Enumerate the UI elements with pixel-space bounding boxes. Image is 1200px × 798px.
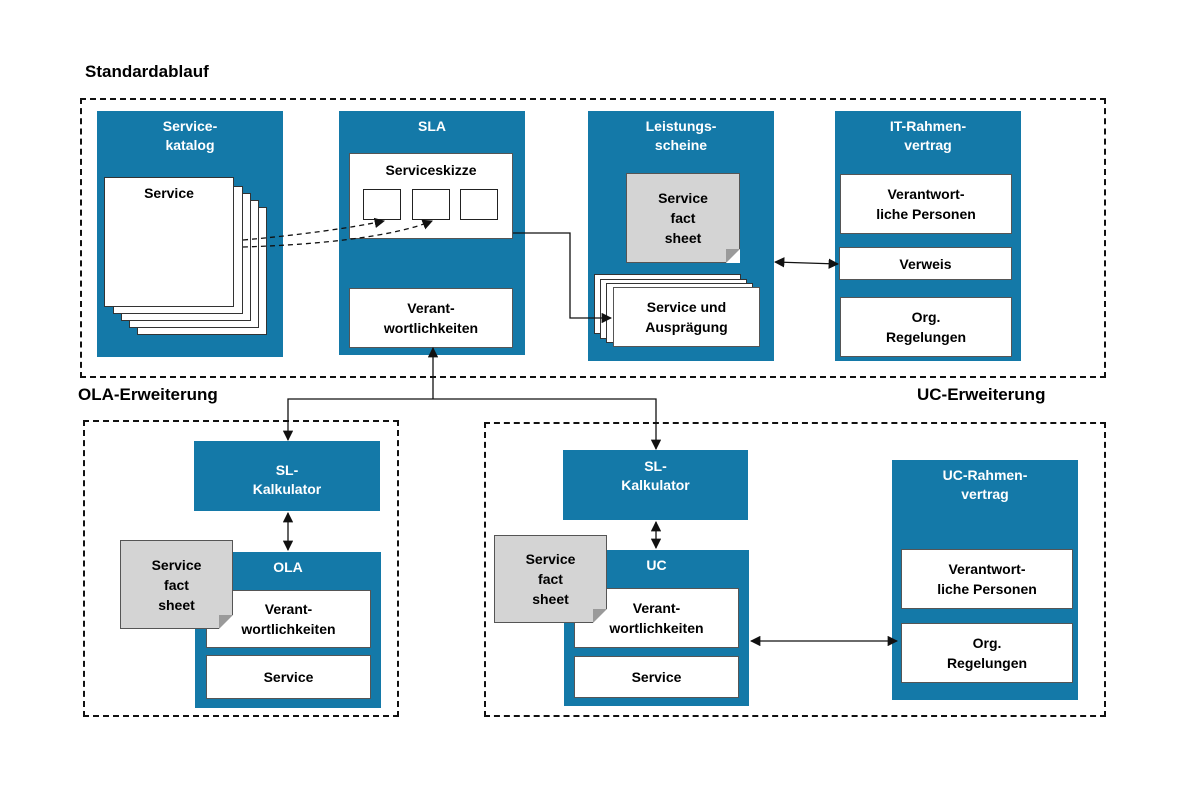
leistungsscheine-fact-sheet: Service fact sheet: [626, 173, 740, 263]
uc-verantwortliche-personen-box: Verantwort- liche Personen: [901, 549, 1073, 609]
uc-service-box: Service: [574, 656, 739, 698]
ola-verantwortlichkeiten-box: Verant- wortlichkeiten: [206, 590, 371, 648]
tree-to-ola-kalkulator: [282, 398, 433, 442]
uc-fact-sheet-label: Service fact sheet: [525, 551, 576, 607]
uc-org-regelungen-box: Org. Regelungen: [901, 623, 1073, 683]
ola-erweiterung-label: OLA-Erweiterung: [78, 385, 218, 404]
page-fold-icon: [593, 609, 607, 623]
ola-title: OLA: [273, 559, 303, 575]
ola-sl-kalkulator-label: SL- Kalkulator: [252, 462, 322, 497]
standardablauf-label: Standardablauf: [85, 62, 209, 81]
tree-to-uc-kalkulator: [433, 398, 662, 451]
page-fold-icon: [219, 615, 233, 629]
catalog-to-skizze-arrow-1: [242, 217, 386, 241]
uc-erweiterung-label: UC-Erweiterung: [917, 385, 1046, 404]
leistung-it-rahmen-arrow: [773, 257, 840, 269]
catalog-sheet-label: Service: [144, 185, 194, 201]
ola-fact-sheet-label: Service fact sheet: [151, 556, 202, 613]
uc-title: UC: [646, 557, 667, 573]
it-verantwortliche-personen-box: Verantwort- liche Personen: [840, 174, 1012, 234]
skizze-slot-1: [363, 189, 401, 220]
uc-rahmenvertrag-title: UC-Rahmen- vertrag: [942, 467, 1028, 502]
sla-title: SLA: [418, 118, 446, 134]
serviceskizze-label: Serviceskizze: [385, 162, 477, 178]
ola-fact-sheet: Service fact sheet: [120, 540, 233, 629]
skizze-slot-3: [460, 189, 498, 220]
skizze-to-auspraegung-arrow: [513, 232, 613, 324]
catalog-to-skizze-arrow-2: [242, 219, 433, 248]
uc-fact-sheet: Service fact sheet: [494, 535, 607, 623]
standardablauf-container: [80, 98, 1106, 378]
uc-container: [484, 422, 1106, 717]
it-org-regelungen-box: Org. Regelungen: [840, 297, 1012, 357]
uc-sl-kalkulator-label: SL- Kalkulator: [621, 458, 690, 493]
leistungsscheine-fact-sheet-label: Service fact sheet: [658, 190, 708, 246]
uc-sl-kalkulator-box: SL- Kalkulator: [563, 450, 748, 520]
page-fold-icon: [726, 249, 740, 263]
servicekatalog-title: Service- katalog: [162, 118, 218, 153]
ola-sl-kalkulator-box: SL- Kalkulator: [194, 441, 380, 511]
skizze-slot-2: [412, 189, 450, 220]
it-rahmenvertrag-title: IT-Rahmen- vertrag: [889, 118, 967, 153]
verweis-box: Verweis: [839, 247, 1012, 280]
leistungsscheine-title: Leistungs- scheine: [645, 118, 717, 153]
sla-verantwortlichkeiten-box: Verant- wortlichkeiten: [349, 288, 513, 348]
ola-service-box: Service: [206, 655, 371, 699]
catalog-sheet-front: Service: [104, 177, 234, 307]
service-auspraegung-box: Service und Ausprägung: [613, 287, 760, 347]
ola-container: [83, 420, 399, 717]
